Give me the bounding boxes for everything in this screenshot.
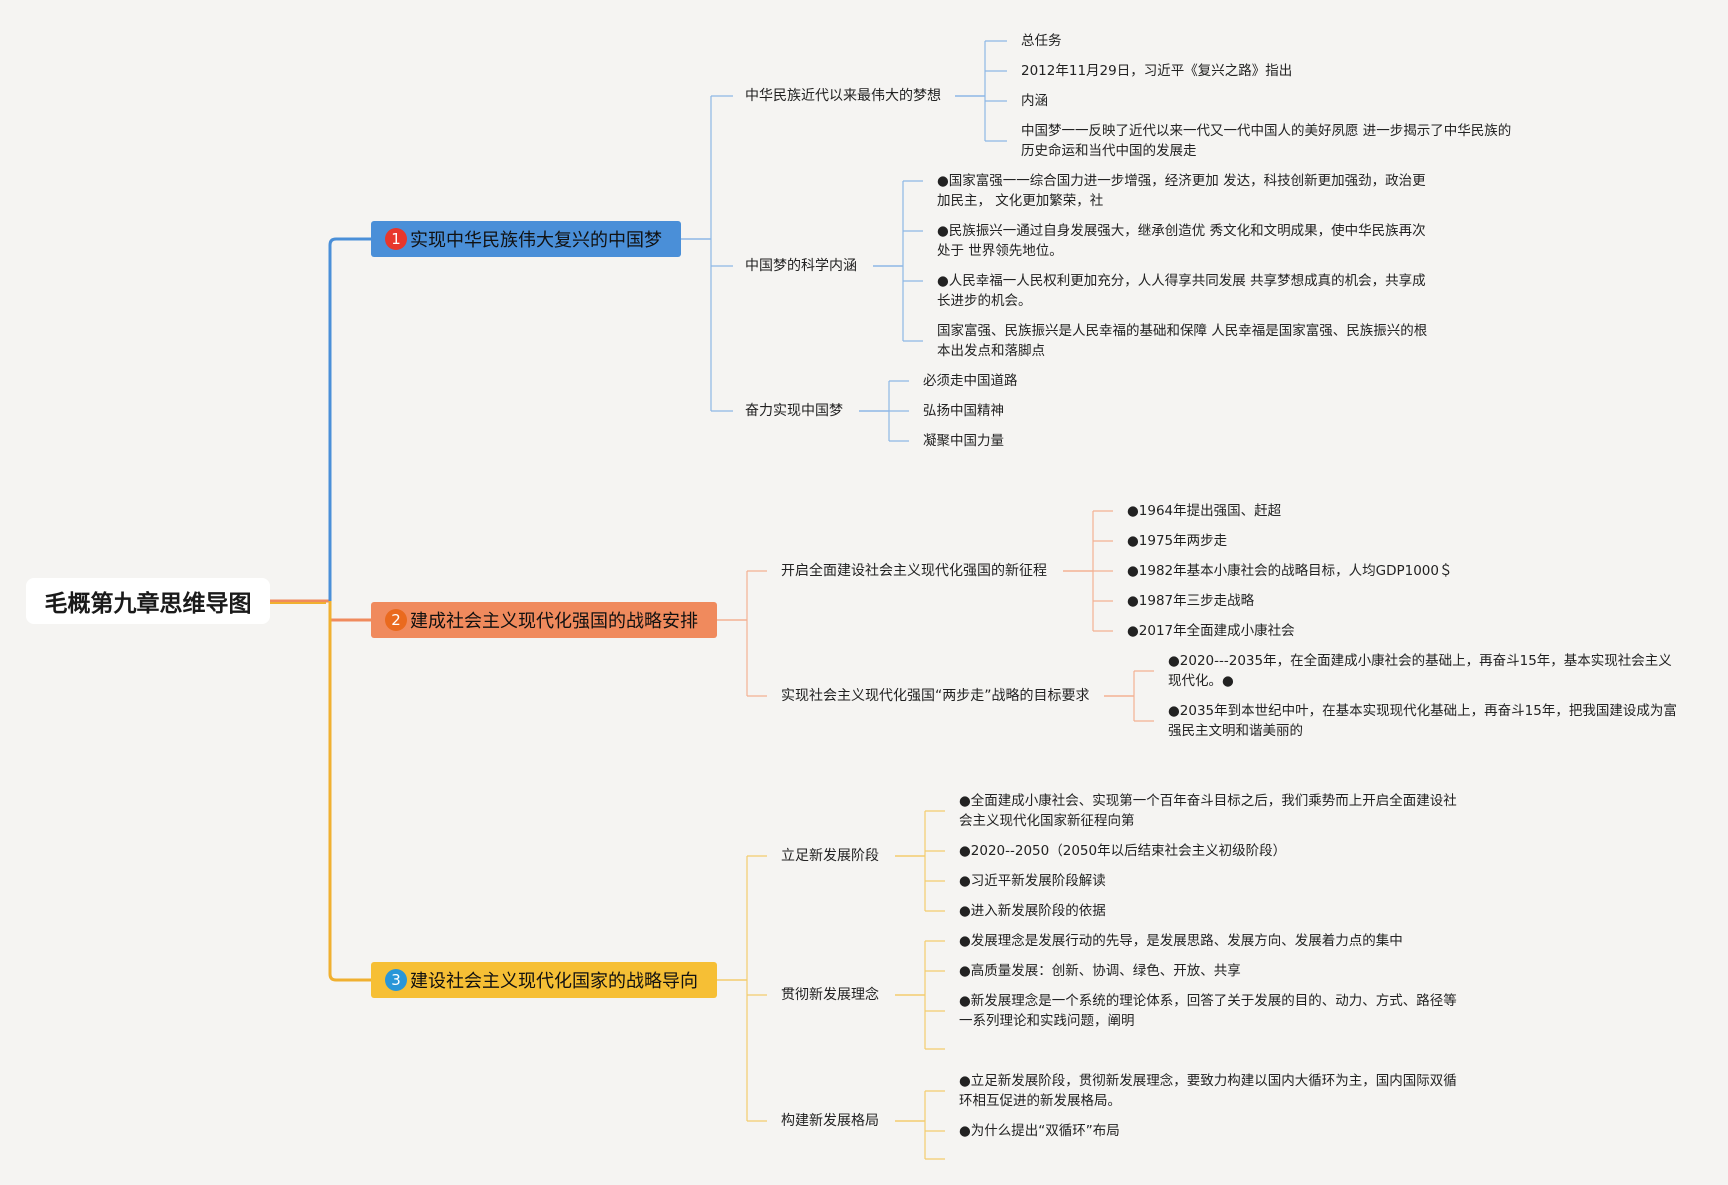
leaf-item[interactable]: 内涵 xyxy=(1021,93,1048,109)
leaf-item[interactable]: ●2020--2050（2050年以后结束社会主义初级阶段） xyxy=(959,843,1287,859)
leaf-item[interactable]: ●习近平新发展阶段解读 xyxy=(959,873,1106,889)
root-to-branch-2 xyxy=(328,601,371,622)
leaf-item[interactable]: ●人民幸福一人民权利更加充分，人人得享共同发展 共享梦想成真的机会，共享成长进步… xyxy=(937,273,1426,309)
leaf-item[interactable]: 凝聚中国力量 xyxy=(923,433,1004,449)
leaf-item[interactable]: 中国梦一一反映了近代以来一代又一代中国人的美好夙愿 进一步揭示了中华民族的历史命… xyxy=(1021,123,1512,159)
leaf-item[interactable]: 总任务 xyxy=(1021,33,1062,49)
leaf-item[interactable]: ●新发展理念是一个系统的理论体系，回答了关于发展的目的、动力、方式、路径等一系列… xyxy=(959,993,1457,1029)
leaf-item[interactable]: 必须走中国道路 xyxy=(923,373,1018,389)
branch-label: 建设社会主义现代化国家的战略导向 xyxy=(410,971,698,992)
subtopic-new-concept[interactable]: 贯彻新发展理念 xyxy=(781,987,879,1003)
leaf-item[interactable]: ●2020---2035年，在全面建成小康社会的基础上，再奋斗15年，基本实现社… xyxy=(1168,653,1672,689)
leaf-item[interactable]: 国家富强、民族振兴是人民幸福的基础和保障 人民幸福是国家富强、民族振兴的根本出发… xyxy=(937,323,1428,359)
leaf-item[interactable]: 弘扬中国精神 xyxy=(923,403,1004,419)
leaf-item[interactable]: ●2017年全面建成小康社会 xyxy=(1127,623,1295,639)
subtopic-strive-dream[interactable]: 奋力实现中国梦 xyxy=(745,403,843,419)
leaf-item[interactable]: ●高质量发展：创新、协调、绿色、开放、共享 xyxy=(959,963,1241,979)
leaf-item[interactable]: ●2035年到本世纪中叶，在基本实现现代化基础上，再奋斗15年，把我国建设成为富… xyxy=(1168,703,1677,739)
branch-3-strategic-orientation[interactable]: 3 建设社会主义现代化国家的战略导向 xyxy=(371,962,717,998)
leaf-item[interactable]: ●国家富强一一综合国力进一步增强，经济更加 发达，科技创新更加强劲，政治更加民主… xyxy=(937,173,1426,209)
leaf-item[interactable]: ●1975年两步走 xyxy=(1127,533,1228,549)
branch-1-chinese-dream[interactable]: 1 实现中华民族伟大复兴的中国梦 xyxy=(371,221,681,257)
branch-number-badge: 3 xyxy=(385,969,407,991)
branch-2-strategic-arrangement[interactable]: 2 建成社会主义现代化强国的战略安排 xyxy=(371,602,717,638)
subtopic-new-pattern[interactable]: 构建新发展格局 xyxy=(781,1113,879,1129)
subtopic-greatest-dream[interactable]: 中华民族近代以来最伟大的梦想 xyxy=(745,88,941,104)
root-to-branch-3 xyxy=(328,601,371,982)
leaf-item[interactable]: ●发展理念是发展行动的先导，是发展思路、发展方向、发展着力点的集中 xyxy=(959,933,1403,949)
branch-number-badge: 1 xyxy=(385,228,407,250)
branch-label: 建成社会主义现代化强国的战略安排 xyxy=(410,611,698,632)
leaf-item[interactable]: ●进入新发展阶段的依据 xyxy=(959,903,1106,919)
leaf-item[interactable]: ●全面建成小康社会、实现第一个百年奋斗目标之后，我们乘势而上开启全面建设社会主义… xyxy=(959,793,1457,829)
leaf-item[interactable]: ●1987年三步走战略 xyxy=(1127,593,1255,609)
subtopic-scientific-connotation[interactable]: 中国梦的科学内涵 xyxy=(745,258,857,274)
subtopic-two-step-strategy[interactable]: 实现社会主义现代化强国“两步走”战略的目标要求 xyxy=(781,688,1090,704)
leaf-item[interactable]: ●民族振兴一通过自身发展强大，继承创造优 秀文化和文明成果，使中华民族再次处于 … xyxy=(937,223,1426,259)
branch-label: 实现中华民族伟大复兴的中国梦 xyxy=(410,230,662,251)
leaf-item[interactable]: 2012年11月29日，习近平《复兴之路》指出 xyxy=(1021,63,1293,79)
root-to-branch-1 xyxy=(328,237,371,601)
leaf-item[interactable]: ●1982年基本小康社会的战略目标，人均GDP1000＄ xyxy=(1127,563,1453,579)
subtopic-new-stage[interactable]: 立足新发展阶段 xyxy=(781,848,879,864)
leaf-item[interactable]: ●为什么提出“双循环”布局 xyxy=(959,1123,1120,1139)
branch-number-badge: 2 xyxy=(385,609,407,631)
leaf-item[interactable]: ●1964年提出强国、赶超 xyxy=(1127,503,1282,519)
leaf-item[interactable]: ●立足新发展阶段，贯彻新发展理念，要致力构建以国内大循环为主，国内国际双循环相互… xyxy=(959,1073,1457,1109)
root-title[interactable]: 毛概第九章思维导图 xyxy=(26,578,270,624)
subtopic-new-journey[interactable]: 开启全面建设社会主义现代化强国的新征程 xyxy=(781,563,1047,579)
